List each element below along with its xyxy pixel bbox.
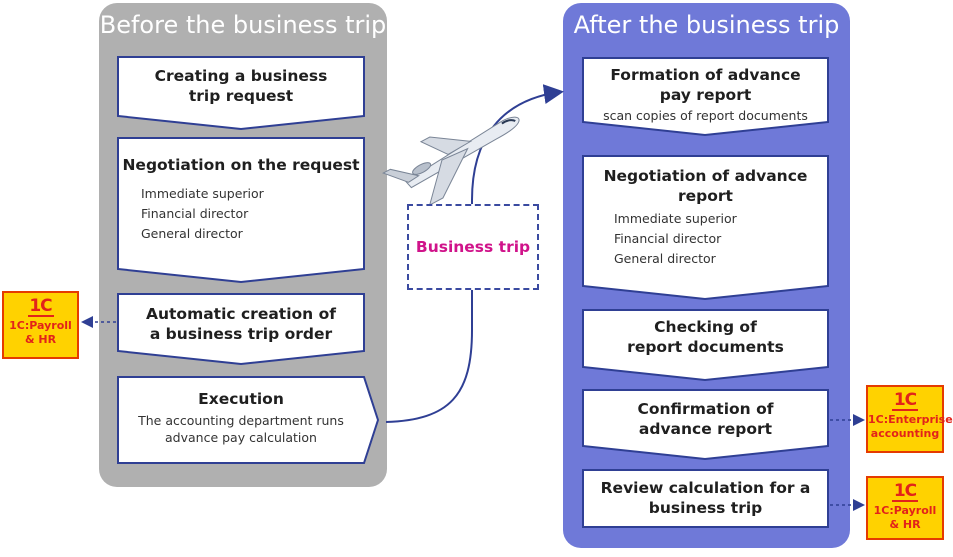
step-negotiation-report-title: Negotiation of advance report — [603, 167, 808, 205]
logo-1c-name: 1C:Payroll & HR — [9, 319, 72, 346]
step-execution-sub: The accounting department runs advance p… — [138, 413, 344, 445]
box-negotiation-request — [117, 137, 365, 284]
box-auto-order — [117, 293, 365, 366]
box-checking-docs — [582, 309, 829, 382]
box-create-request — [117, 56, 365, 131]
box-confirmation — [582, 389, 829, 461]
logo-1c-mark: 1C — [4, 297, 77, 317]
logo-1c-name: 1C:Enterprise accounting — [868, 413, 953, 440]
after-panel-title: After the business trip — [573, 11, 840, 39]
business-trip-box: Business trip — [407, 204, 539, 290]
approver-item: Immediate superior — [141, 186, 264, 201]
step-formation-report-title: Formation of advance pay report — [610, 66, 801, 104]
step-confirmation-title: Confirmation of advance report — [637, 400, 774, 438]
logo-1c-payroll-right: 1C 1C:Payroll & HR — [866, 476, 944, 540]
logo-1c-payroll-left: 1C 1C:Payroll & HR — [2, 291, 79, 359]
logo-1c-mark: 1C — [868, 482, 942, 502]
logo-1c-enterprise-accounting: 1C 1C:Enterprise accounting — [866, 385, 953, 453]
box-formation-report — [582, 57, 829, 137]
business-trip-label: Business trip — [415, 238, 531, 256]
box-review-calc — [582, 469, 829, 528]
approver-item: General director — [141, 226, 243, 241]
approver-item: Financial director — [141, 206, 249, 221]
flight-connector — [385, 84, 564, 423]
step-auto-order-title: Automatic creation of a business trip or… — [145, 305, 336, 343]
step-execution-title: Execution — [198, 390, 284, 408]
step-negotiation-request-title: Negotiation on the request — [122, 156, 360, 174]
approver-item: Financial director — [614, 231, 722, 246]
before-panel-title: Before the business trip — [99, 11, 387, 39]
negotiation-request-approvers: Immediate superior Financial director Ge… — [141, 184, 264, 244]
step-review-calc-title: Review calculation for a business trip — [600, 479, 811, 517]
logo-1c-mark: 1C — [868, 391, 942, 411]
step-formation-report-sub: scan copies of report documents — [603, 108, 808, 123]
approver-item: Immediate superior — [614, 211, 737, 226]
negotiation-report-approvers: Immediate superior Financial director Ge… — [614, 209, 737, 269]
step-checking-docs-title: Checking of report documents — [627, 318, 784, 356]
logo-1c-name: 1C:Payroll & HR — [873, 504, 937, 531]
box-execution — [117, 376, 380, 464]
approver-item: General director — [614, 251, 716, 266]
step-create-request-title: Creating a business trip request — [154, 67, 328, 105]
box-negotiation-report — [582, 155, 829, 301]
airplane-icon — [382, 116, 520, 207]
